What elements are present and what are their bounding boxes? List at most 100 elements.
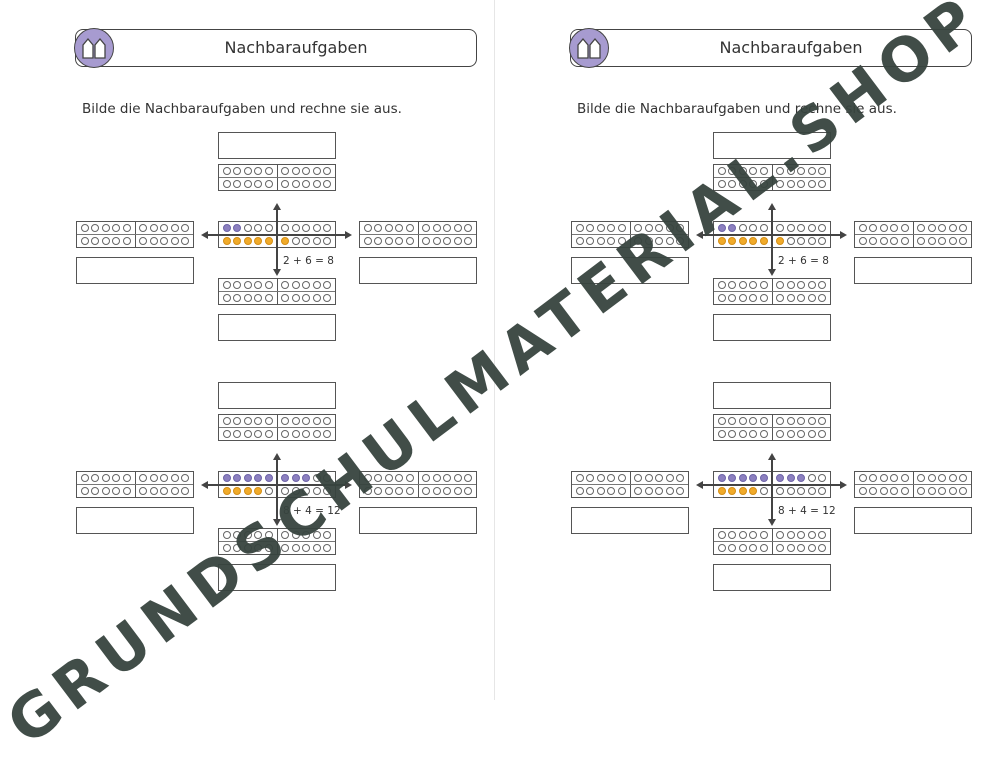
ten-frame-row xyxy=(219,529,335,541)
ten-frame-row xyxy=(360,472,476,484)
purple-counter-dot xyxy=(728,224,737,232)
empty-counter-dot xyxy=(728,544,737,552)
empty-counter-dot xyxy=(264,224,273,232)
empty-counter-dot xyxy=(575,224,584,232)
answer-box-below[interactable] xyxy=(218,564,336,591)
orange-counter-dot xyxy=(264,237,273,245)
ten-frame-half xyxy=(912,222,972,234)
ten-frame-half xyxy=(77,222,135,234)
answer-box-below[interactable] xyxy=(713,314,831,341)
ten-frame-half xyxy=(219,222,277,234)
equation-label: 2 + 6 = 8 xyxy=(778,255,829,267)
ten-frame-half xyxy=(360,485,418,497)
empty-counter-dot xyxy=(717,167,726,175)
empty-counter-dot xyxy=(233,180,242,188)
purple-counter-dot xyxy=(738,474,747,482)
empty-counter-dot xyxy=(422,487,431,495)
ten-frame-half xyxy=(629,222,689,234)
ten-frame-left xyxy=(571,471,689,498)
answer-box-above[interactable] xyxy=(218,382,336,409)
empty-counter-dot xyxy=(797,544,806,552)
empty-counter-dot xyxy=(443,237,452,245)
ten-frame-half xyxy=(77,472,135,484)
empty-counter-dot xyxy=(586,487,595,495)
empty-counter-dot xyxy=(738,531,747,539)
empty-counter-dot xyxy=(890,237,899,245)
purple-counter-dot xyxy=(728,474,737,482)
empty-counter-dot xyxy=(233,531,242,539)
empty-counter-dot xyxy=(281,544,290,552)
empty-counter-dot xyxy=(634,474,643,482)
empty-counter-dot xyxy=(818,281,827,289)
ten-frame-half xyxy=(219,292,277,304)
empty-counter-dot xyxy=(676,487,685,495)
empty-counter-dot xyxy=(927,487,936,495)
empty-counter-dot xyxy=(927,474,936,482)
empty-counter-dot xyxy=(900,474,909,482)
empty-counter-dot xyxy=(797,417,806,425)
answer-box-right[interactable] xyxy=(854,507,972,534)
empty-counter-dot xyxy=(139,487,148,495)
arrow-right-icon xyxy=(345,231,352,239)
empty-counter-dot xyxy=(818,224,827,232)
answer-box-left[interactable] xyxy=(76,507,194,534)
purple-counter-dot xyxy=(264,474,273,482)
instruction-text: Bilde die Nachbaraufgaben und rechne sie… xyxy=(82,101,402,117)
empty-counter-dot xyxy=(374,237,383,245)
answer-box-right[interactable] xyxy=(359,257,477,284)
arrow-left-icon xyxy=(201,231,208,239)
empty-counter-dot xyxy=(464,224,473,232)
empty-counter-dot xyxy=(312,544,321,552)
answer-box-above[interactable] xyxy=(713,132,831,159)
empty-counter-dot xyxy=(586,224,595,232)
ten-frame-row xyxy=(714,222,830,234)
answer-box-above[interactable] xyxy=(218,132,336,159)
empty-counter-dot xyxy=(243,294,252,302)
answer-box-right[interactable] xyxy=(359,507,477,534)
empty-counter-dot xyxy=(634,487,643,495)
answer-box-below[interactable] xyxy=(713,564,831,591)
orange-counter-dot xyxy=(717,237,726,245)
empty-counter-dot xyxy=(786,167,795,175)
answer-box-below[interactable] xyxy=(218,314,336,341)
empty-counter-dot xyxy=(617,224,626,232)
orange-counter-dot xyxy=(222,487,231,495)
empty-counter-dot xyxy=(607,487,616,495)
ten-frame-half xyxy=(714,485,772,497)
house-pair-icon xyxy=(74,28,114,68)
answer-box-left[interactable] xyxy=(571,257,689,284)
empty-counter-dot xyxy=(948,224,957,232)
horizontal-axis-line xyxy=(208,234,345,236)
empty-counter-dot xyxy=(879,474,888,482)
answer-box-left[interactable] xyxy=(571,507,689,534)
empty-counter-dot xyxy=(818,180,827,188)
empty-counter-dot xyxy=(776,417,785,425)
empty-counter-dot xyxy=(738,224,747,232)
ten-frame-half xyxy=(276,178,336,190)
ten-frame-half xyxy=(276,542,336,554)
answer-box-left[interactable] xyxy=(76,257,194,284)
ten-frame-right xyxy=(359,471,477,498)
empty-counter-dot xyxy=(879,224,888,232)
ten-frame-row xyxy=(360,234,476,247)
answer-box-above[interactable] xyxy=(713,382,831,409)
empty-counter-dot xyxy=(80,487,89,495)
empty-counter-dot xyxy=(938,224,947,232)
empty-counter-dot xyxy=(738,544,747,552)
empty-counter-dot xyxy=(738,294,747,302)
empty-counter-dot xyxy=(122,224,131,232)
empty-counter-dot xyxy=(644,224,653,232)
ten-frame-half xyxy=(219,472,277,484)
empty-counter-dot xyxy=(264,167,273,175)
empty-counter-dot xyxy=(160,224,169,232)
ten-frame-half xyxy=(572,235,630,247)
ten-frame-half xyxy=(276,472,336,484)
ten-frame-half xyxy=(219,485,277,497)
worksheet-title: Nachbaraufgaben xyxy=(719,38,863,57)
empty-counter-dot xyxy=(596,237,605,245)
ten-frame-half xyxy=(572,485,630,497)
empty-counter-dot xyxy=(323,281,332,289)
answer-box-right[interactable] xyxy=(854,257,972,284)
empty-counter-dot xyxy=(717,544,726,552)
purple-counter-dot xyxy=(797,474,806,482)
